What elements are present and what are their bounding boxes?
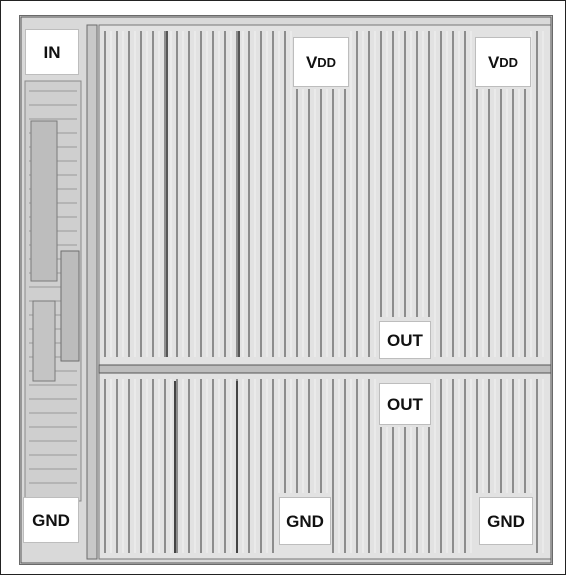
transistor-finger-array — [20, 16, 552, 564]
pad-label-in: IN — [25, 29, 79, 75]
pad-label-gnd-left-text: GND — [32, 510, 70, 530]
pad-label-vdd-2-sub: DD — [499, 54, 519, 70]
pad-label-in-text: IN — [43, 42, 61, 62]
pad-label-gnd-left: GND — [23, 497, 79, 543]
pad-label-vdd-1-main: V — [305, 52, 318, 72]
pad-label-out-top-text: OUT — [387, 330, 423, 350]
pad-label-out-bottom: OUT — [379, 383, 431, 425]
pad-label-vdd-1-sub: DD — [317, 54, 337, 70]
pad-label-vdd-2-main: V — [487, 52, 500, 72]
pad-label-gnd-right-text: GND — [487, 511, 525, 531]
periphery-block — [30, 120, 58, 282]
middle-bus — [98, 364, 552, 374]
pad-label-gnd-mid: GND — [279, 497, 331, 545]
periphery-block — [32, 300, 56, 382]
pad-label-out-bottom-text: OUT — [387, 394, 423, 414]
pad-label-gnd-right: GND — [479, 497, 533, 545]
periphery-block — [60, 250, 80, 362]
pad-label-gnd-mid-text: GND — [286, 511, 324, 531]
pad-label-out-top: OUT — [379, 321, 431, 359]
die-outline — [20, 16, 552, 564]
left-bus — [86, 24, 98, 560]
